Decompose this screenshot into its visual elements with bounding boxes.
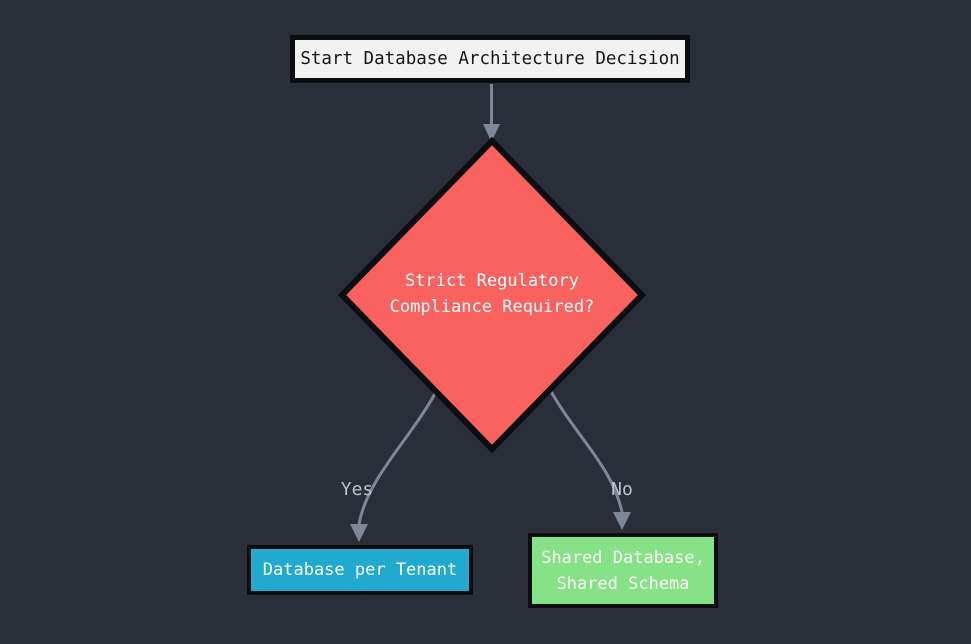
- edge-label-no: No: [611, 479, 633, 500]
- node-shared-database-label-line2: Shared Schema: [556, 573, 690, 594]
- decision-diamond-shape: [337, 136, 647, 454]
- edge-decision-to-no: [547, 387, 624, 513]
- arrowhead-down-icon: [350, 524, 368, 542]
- edge-label-yes: Yes: [340, 479, 374, 500]
- node-database-per-tenant-label: Database per Tenant: [262, 560, 458, 580]
- node-start-label: Start Database Architecture Decision: [300, 49, 680, 69]
- node-shared-database: Shared Database, Shared Schema: [528, 533, 718, 608]
- node-start: Start Database Architecture Decision: [290, 35, 690, 83]
- edge-decision-to-yes: [357, 387, 440, 525]
- node-decision-label-line2: Compliance Required?: [389, 297, 595, 317]
- node-database-per-tenant: Database per Tenant: [247, 545, 473, 595]
- arrowhead-down-icon: [613, 512, 631, 530]
- node-decision: Strict Regulatory Compliance Required?: [342, 268, 642, 320]
- arrowhead-down-icon: [483, 124, 500, 142]
- node-decision-label-line1: Strict Regulatory: [405, 271, 579, 291]
- node-shared-database-label-line1: Shared Database,: [541, 547, 705, 568]
